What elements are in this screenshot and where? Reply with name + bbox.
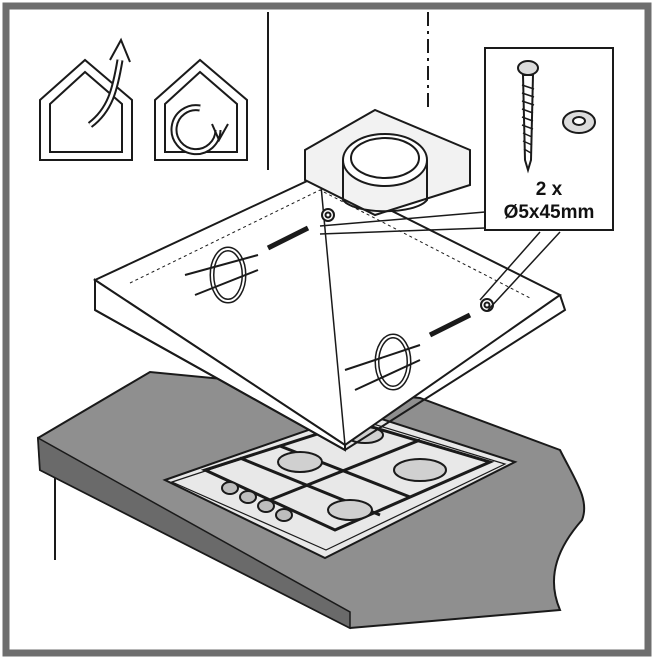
callout-leaders <box>319 211 561 311</box>
gas-hob <box>162 410 518 560</box>
screw-size: Ø5x45mm <box>504 202 595 223</box>
cooker-hood <box>92 173 567 452</box>
recirculation-icon <box>154 58 248 161</box>
wall-plug-right <box>344 333 421 391</box>
duct-collar <box>304 108 471 217</box>
screw-icon <box>517 60 539 174</box>
burners <box>277 426 447 521</box>
control-knobs <box>221 481 293 522</box>
screw-callout-box: 2 x Ø5x45mm <box>484 47 614 231</box>
screw-left <box>266 208 335 251</box>
washer-icon <box>562 110 596 134</box>
wall-lines <box>54 12 429 560</box>
wall-plug-left <box>184 246 259 304</box>
screw-quantity: 2 x <box>536 179 563 200</box>
outside-extraction-icon <box>39 37 133 161</box>
